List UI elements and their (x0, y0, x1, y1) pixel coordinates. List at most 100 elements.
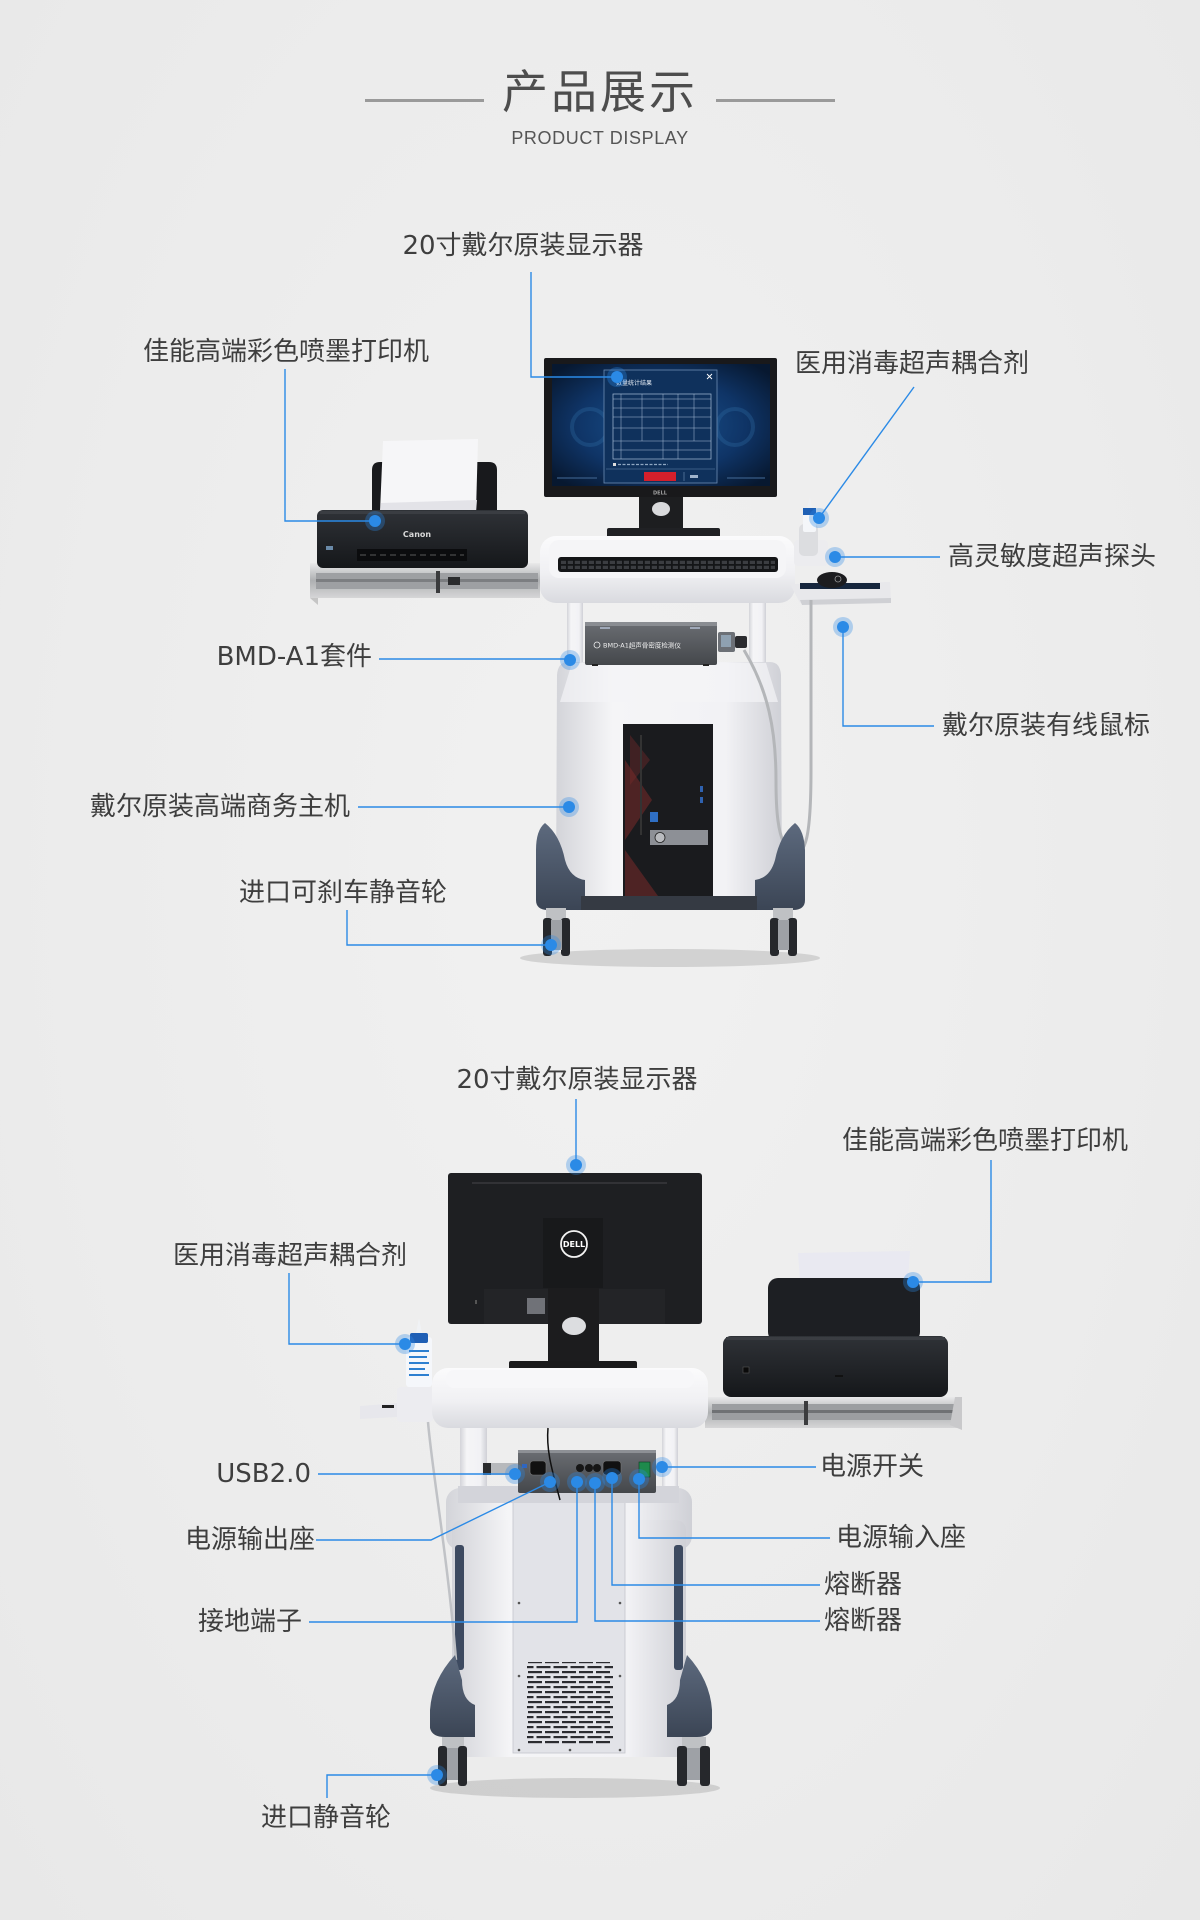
callout-dot-back-wheels (427, 1765, 447, 1785)
callout-label-back-ground: 接地端子 (197, 1607, 302, 1637)
back-view: DELL (360, 1173, 962, 1798)
close-icon (706, 373, 713, 380)
leader-line-front-wheels (346, 910, 551, 946)
device-logo-icon (593, 641, 601, 649)
fuse-holder-2 (585, 1464, 593, 1472)
usb-plug (483, 1463, 518, 1475)
leader-line-front-gel (818, 386, 915, 519)
callout-dot-front-host (559, 797, 579, 817)
back-cart-shadow (430, 1778, 720, 1798)
callout-dot-front-mouse (833, 617, 853, 637)
pillar-right-back (662, 1428, 678, 1500)
callout-dot-front-gel (809, 508, 829, 528)
pillar-right (749, 603, 766, 663)
leader-line-back-fuse-2 (594, 1483, 820, 1622)
fuse-holder-1 (593, 1464, 601, 1472)
front-view: Canon 数量统计结果 (310, 358, 891, 967)
leader-line-back-wheels (326, 1774, 437, 1798)
callout-label-back-gel: 医用消毒超声耦合剂 (172, 1241, 407, 1271)
monitor-brand-logo: DELL (653, 491, 668, 497)
printer-paper (380, 439, 478, 512)
printer-slide-tray (310, 563, 540, 605)
cart-top-back (360, 1318, 708, 1428)
coupling-gel-bottle-back (406, 1318, 432, 1387)
bmd-a1-device: BMD-A1超声骨密度检测仪 (585, 622, 747, 666)
callout-label-back-power-output: 电源输出座 (184, 1525, 315, 1555)
keyboard-tray (540, 536, 795, 603)
callout-label-back-wheels: 进口静音轮 (260, 1803, 391, 1833)
callout-dot-front-bmd-kit (560, 650, 580, 670)
power-output-socket (529, 1460, 547, 1476)
dell-logo-ring (560, 1230, 588, 1258)
callout-label-front-bmd-kit: BMD-A1套件 (216, 642, 372, 672)
leader-line-back-ground (309, 1482, 578, 1623)
callout-label-back-monitor: 20寸戴尔原装显示器 (456, 1065, 698, 1095)
printer-brand-logo: Canon (403, 530, 431, 539)
callout-label-back-fuse-1: 熔断器 (824, 1570, 903, 1600)
title-line-right (716, 99, 835, 102)
host-cabinet (556, 662, 782, 907)
callout-label-back-usb: USB2.0 (216, 1459, 311, 1489)
leader-line-back-printer (913, 1160, 992, 1283)
mouse (817, 572, 847, 588)
mouse-tray (790, 572, 891, 605)
probe-cable-back (426, 1421, 458, 1661)
callout-dot-back-switch (652, 1457, 672, 1477)
probe-cable (742, 600, 813, 855)
screen-dialog-title: 数量统计结果 (616, 379, 652, 387)
printer-paper-back (798, 1251, 910, 1281)
vent-grille (527, 1662, 613, 1744)
callout-label-front-monitor: 20寸戴尔原装显示器 (402, 231, 644, 261)
device-label: BMD-A1超声骨密度检测仪 (603, 641, 681, 650)
callout-label-back-printer: 佳能高端彩色喷墨打印机 (841, 1126, 1128, 1156)
callout-dot-back-fuse-2 (585, 1473, 605, 1493)
callout-dot-back-ground (567, 1472, 587, 1492)
screen-results-table (612, 393, 712, 460)
power-cable (546, 1427, 561, 1501)
callout-dot-back-printer (903, 1272, 923, 1292)
caster-wheel-right (770, 908, 797, 956)
callout-label-back-switch: 电源开关 (820, 1452, 925, 1482)
leader-line-back-power-input (638, 1479, 830, 1539)
pillar-left (567, 603, 583, 663)
callout-dot-back-monitor (566, 1155, 586, 1175)
cart-base-back (430, 1655, 712, 1737)
cart-base (536, 823, 805, 910)
monitor-back-brand-logo: DELL (563, 1240, 585, 1249)
screen-dialog: 数量统计结果 (603, 369, 718, 484)
title-line-left (365, 99, 484, 102)
callout-label-back-fuse-2: 熔断器 (824, 1606, 903, 1636)
callout-dot-front-monitor (607, 367, 627, 387)
leader-line-front-printer (284, 369, 375, 522)
callout-dot-back-usb (505, 1464, 525, 1484)
callout-dot-front-probe (825, 547, 845, 567)
front-cart-shadow (520, 949, 820, 967)
printer-back (723, 1251, 948, 1397)
callout-dot-front-printer (365, 511, 385, 531)
callout-label-back-power-input: 电源输入座 (836, 1523, 967, 1553)
callout-label-front-mouse: 戴尔原装有线鼠标 (942, 711, 1151, 741)
callout-label-front-probe: 高灵敏度超声探头 (948, 542, 1157, 572)
printer-slide-tray-back (705, 1397, 962, 1430)
leader-line-front-monitor (530, 272, 617, 378)
callout-dot-back-power-input (629, 1469, 649, 1489)
callout-dot-front-wheels (541, 935, 561, 955)
leader-line-back-fuse-1 (611, 1478, 820, 1586)
screen-confirm-button (644, 472, 676, 481)
leader-line-back-power-output (316, 1481, 551, 1541)
ground-terminal (576, 1464, 584, 1472)
leader-line-back-gel (288, 1273, 405, 1345)
pc-tower (623, 724, 713, 898)
leader-line-front-mouse (842, 627, 934, 727)
callout-leaders (284, 272, 992, 1798)
caster-wheel-right-back (677, 1737, 710, 1786)
callout-dot-back-power-output (540, 1472, 560, 1492)
callout-label-front-printer: 佳能高端彩色喷墨打印机 (142, 337, 429, 367)
monitor-back: DELL (448, 1173, 702, 1370)
monitor-front: 数量统计结果 DE (544, 358, 777, 538)
cabinet-back (446, 1486, 692, 1757)
callout-dot-back-fuse-1 (602, 1468, 622, 1488)
callout-dot-back-gel (395, 1334, 415, 1354)
callout-label-front-wheels: 进口可刹车静音轮 (238, 878, 447, 908)
